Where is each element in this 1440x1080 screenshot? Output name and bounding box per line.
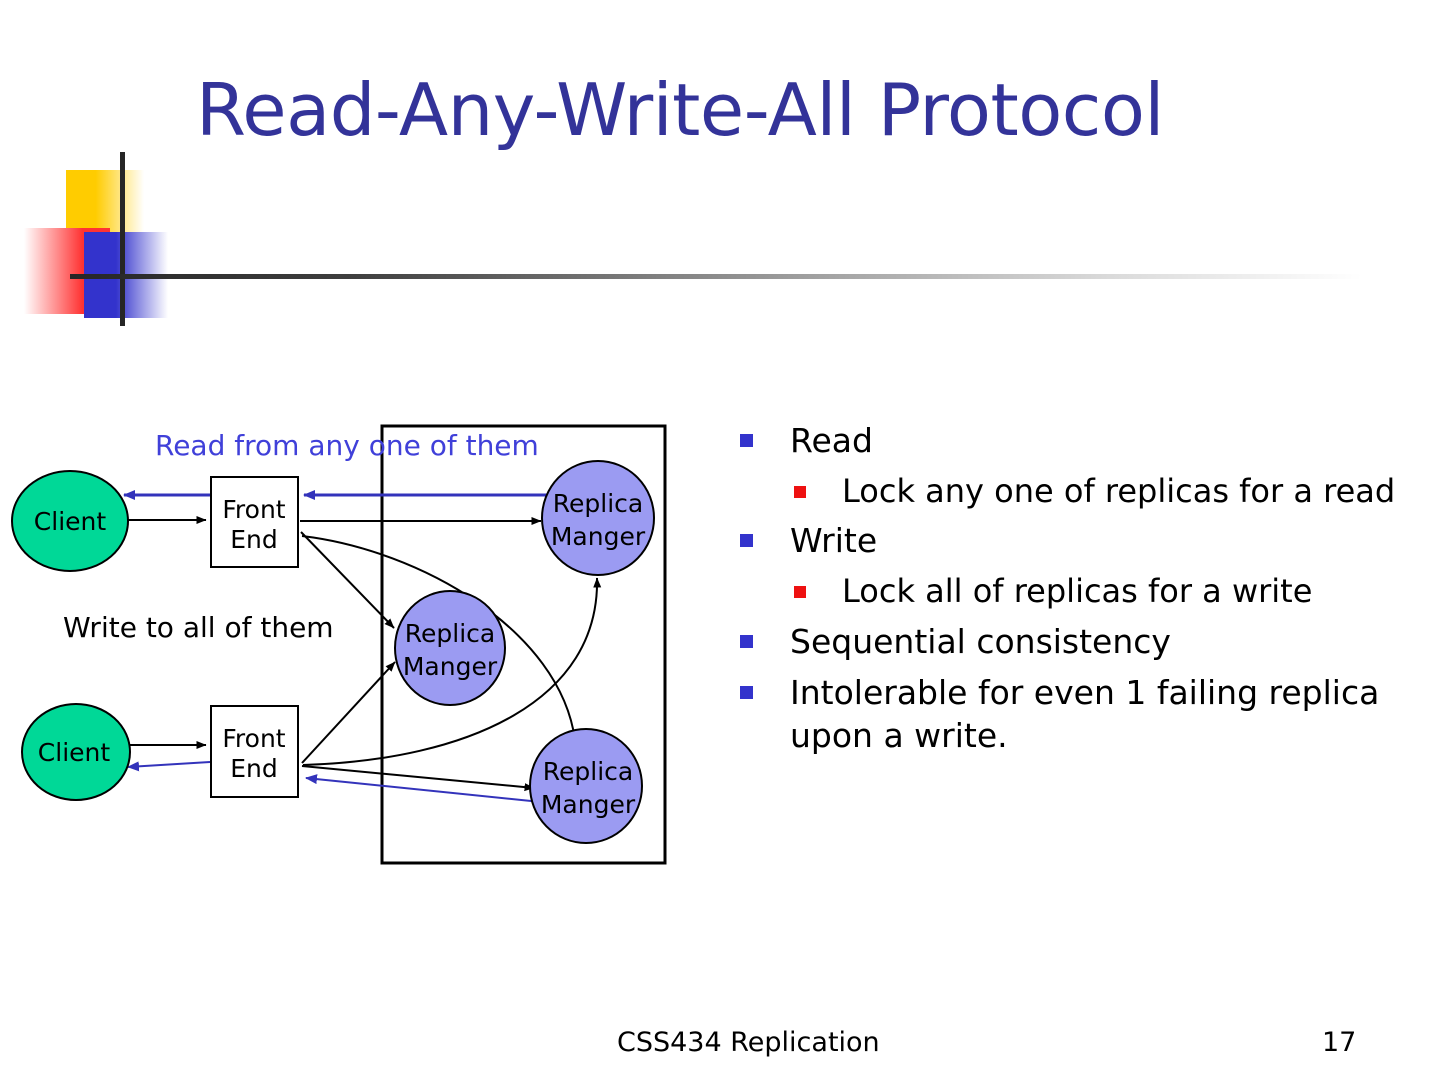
bullet-text: Lock any one of replicas for a read: [842, 471, 1396, 510]
node-frontend-bottom-label-line2: End: [230, 754, 278, 783]
node-frontend-top-label-line2: End: [230, 525, 278, 554]
bullet-text: Lock all of replicas for a write: [842, 572, 1313, 611]
footer-course-label: CSS434 Replication: [617, 1027, 880, 1058]
bullet-item-lock-any-one: Lock any one of replicas for a read: [732, 471, 1402, 513]
replication-diagram: Read from any one of them Write to all o…: [0, 400, 700, 900]
bullet-marker-square: [740, 685, 753, 699]
bullet-marker-square: [794, 586, 806, 599]
edge-fe-bottom-to-replica3: [301, 765, 535, 792]
node-replica-manager-3-label-line2: Manger: [541, 790, 636, 819]
bullet-item-lock-all: Lock all of replicas for a write: [732, 571, 1402, 613]
replica-group-box: [380, 424, 667, 865]
caption-read-from-any: Read from any one of them: [155, 429, 539, 462]
edge-fe-bottom-to-replica1: [302, 577, 602, 766]
bullet-item-read: Read: [732, 420, 1402, 463]
bullet-text: Read: [790, 421, 873, 460]
node-replica-manager-3-label-line1: Replica: [543, 757, 633, 786]
slide-logo-decoration: [0, 0, 240, 360]
node-frontend-top: [210, 476, 299, 568]
edge-fe-bottom-to-client-bottom: [127, 761, 211, 772]
bullet-text: Sequential consistency: [790, 621, 1171, 661]
logo-vertical-rule: [120, 152, 125, 326]
node-frontend-bottom: [210, 705, 299, 798]
bullet-marker-square: [794, 485, 806, 498]
bullet-marker-square: [740, 634, 753, 648]
node-client-bottom: [21, 703, 131, 801]
node-replica-manager-1-label-line1: Replica: [553, 489, 643, 518]
node-replica-manager-3: [529, 728, 643, 844]
footer-page-number: 17: [1322, 1027, 1357, 1058]
bullet-text: Intolerable for even 1 failing replica u…: [790, 672, 1380, 755]
node-replica-manager-2: [394, 590, 506, 706]
slide-title: Read-Any-Write-All Protocol: [196, 68, 1164, 152]
bullet-marker-square: [740, 534, 753, 548]
edge-fe-top-to-replica2: [300, 531, 395, 629]
node-client-top: [11, 470, 129, 572]
node-client-bottom-label: Client: [38, 738, 111, 767]
node-frontend-top-label-line1: Front: [222, 495, 285, 524]
node-replica-manager-2-label-line2: Manger: [403, 652, 498, 681]
node-replica-manager-2-label-line1: Replica: [405, 619, 495, 648]
bullet-item-intolerable: Intolerable for even 1 failing replica u…: [732, 672, 1402, 758]
bullet-marker-square: [740, 434, 753, 447]
bullet-item-write: Write: [732, 520, 1402, 563]
bullet-list: Read Lock any one of replicas for a read…: [732, 420, 1402, 766]
node-replica-manager-1-label-line2: Manger: [551, 522, 646, 551]
node-replica-manager-1: [541, 460, 655, 576]
caption-write-to-all: Write to all of them: [63, 611, 334, 644]
node-frontend-bottom-label-line1: Front: [222, 724, 285, 753]
title-horizontal-rule: [70, 274, 1362, 279]
node-client-top-label: Client: [34, 507, 107, 536]
edge-replica3-to-fe-bottom: [305, 774, 571, 806]
edge-fe-bottom-to-replica2: [301, 661, 396, 764]
bullet-text: Write: [790, 521, 878, 561]
bullet-item-sequential-consistency: Sequential consistency: [732, 621, 1402, 664]
